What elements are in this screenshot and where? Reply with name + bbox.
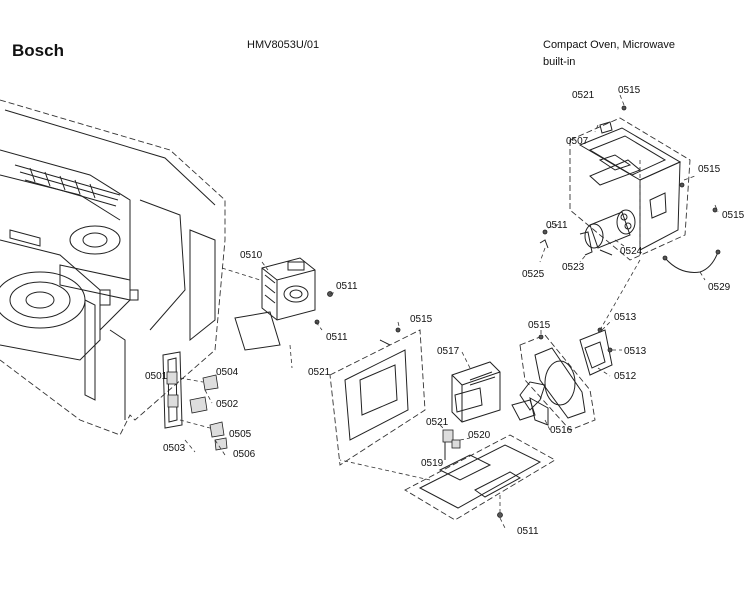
part-label: 0511 [336, 281, 358, 292]
part-label: 0524 [620, 246, 643, 257]
part-label: 0511 [517, 526, 539, 537]
part-label: 0513 [614, 312, 637, 323]
part-label: 0516 [550, 425, 573, 436]
product-description-line2: built-in [543, 56, 576, 68]
door-switch-assembly [162, 351, 228, 456]
transformer [451, 351, 501, 423]
part-label: 0506 [233, 449, 256, 460]
capacitor [539, 209, 636, 263]
part-label: 0503 [163, 443, 186, 454]
part-label: 0529 [708, 282, 731, 293]
brand-name: Bosch [12, 41, 64, 60]
leader-lines [184, 160, 641, 481]
part-label: 0507 [566, 136, 589, 147]
model-number: HMV8053U/01 [247, 39, 320, 51]
fan-assembly [511, 319, 622, 431]
part-label: 0510 [240, 250, 263, 261]
base-plate [404, 434, 556, 529]
part-label: 0521 [572, 90, 595, 101]
part-label: 0515 [698, 164, 721, 175]
wire-harness [662, 249, 721, 281]
part-label: 0521 [426, 417, 449, 428]
magnetron [234, 257, 337, 369]
part-label: 0504 [216, 367, 239, 378]
part-label: 0521 [308, 367, 331, 378]
part-label: 0501 [145, 371, 168, 382]
product-description: Compact Oven, Microwave [543, 39, 676, 51]
part-label: 0515 [528, 320, 551, 331]
top-bracket [569, 94, 719, 261]
part-label: 0515 [618, 85, 641, 96]
part-label: 0515 [410, 314, 433, 325]
part-label: 0502 [216, 399, 239, 410]
part-label: 0517 [437, 346, 460, 357]
part-label: 0525 [522, 269, 545, 280]
part-label: 0520 [468, 430, 491, 441]
part-labels: 0521 0515 0507 0515 0511 0515 0525 0523 … [145, 85, 745, 537]
oven-housing [0, 99, 226, 436]
rear-panel [329, 321, 426, 466]
part-label: 0513 [624, 346, 647, 357]
part-label: 0511 [546, 220, 568, 231]
part-label: 0512 [614, 371, 637, 382]
part-label: 0515 [722, 210, 745, 221]
part-label: 0519 [421, 458, 444, 469]
part-label: 0523 [562, 262, 585, 273]
part-label: 0511 [326, 332, 348, 343]
part-label: 0505 [229, 429, 252, 440]
base-small-parts [439, 424, 471, 460]
